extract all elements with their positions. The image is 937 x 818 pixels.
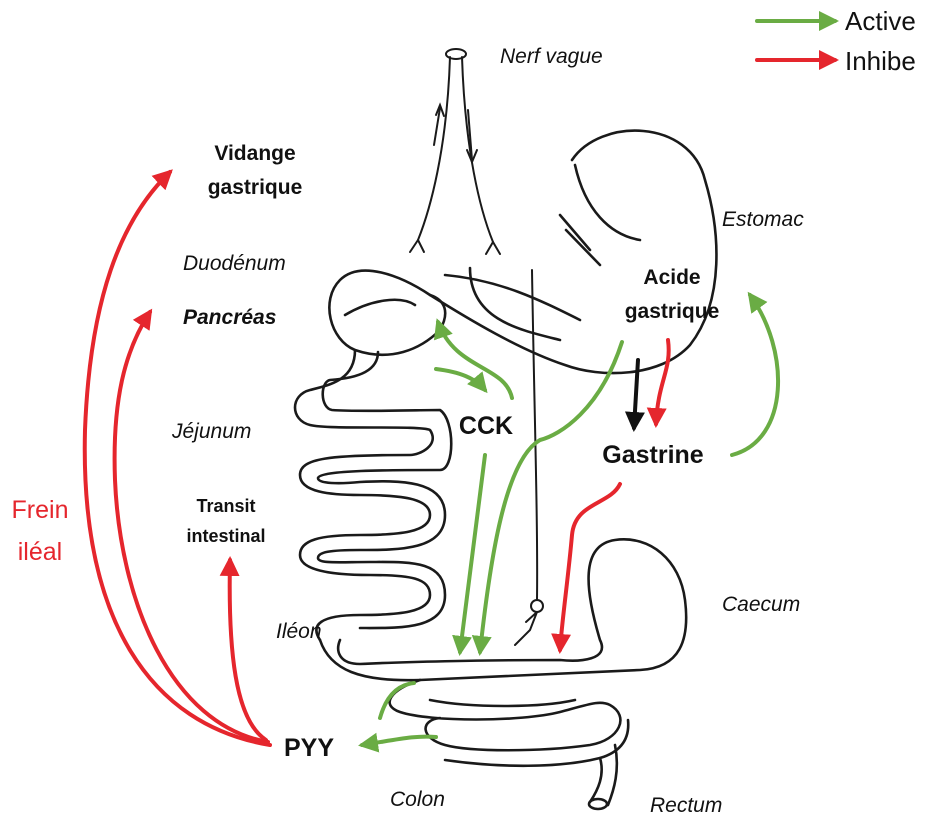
label-transit-line1: Transit [196,496,255,516]
label-colon: Colon [390,788,445,811]
label-estomac: Estomac [722,208,804,231]
arrow-acid-inhibits-gastrine [656,340,669,424]
arrow-colon-to-pyy [362,737,436,745]
label-frein-line1: Frein [12,496,69,524]
label-ileon: Iléon [276,620,322,643]
arrow-black-to-gastrine [634,360,638,428]
label-caecum: Caecum [722,593,800,616]
arrow-cck-to-pancreas [438,322,512,398]
label-jejunum: Jéjunum [171,420,251,443]
label-transit-line2: intestinal [186,526,265,546]
arrow-acid-to-ileum [480,342,622,652]
label-rectum: Rectum [650,794,722,817]
label-cck: CCK [459,412,513,440]
label-gastrine: Gastrine [602,441,704,469]
label-frein-line2: iléal [18,538,62,566]
label-duodenum: Duodénum [183,252,286,275]
colon-outline [390,680,621,750]
rectum-outline [590,745,617,805]
legend-inhibe-label: Inhibe [845,46,916,76]
legend-active-label: Active [845,6,916,36]
arrow-duodenum-to-cck [436,369,485,390]
arrow-colon-to-pyy-upper [380,683,414,718]
arrow-cck-to-ileum [460,455,485,652]
label-acide-line1: Acide [643,266,700,289]
label-pancreas: Pancréas [183,306,276,329]
label-vidange-line2: gastrique [208,176,303,199]
arrow-pyy-to-transit [230,560,266,740]
caecum-outline [320,539,686,680]
small-intestine-coils [295,350,433,640]
label-pyy: PYY [284,734,334,762]
legend: Active Inhibe [757,6,916,76]
arrow-gastrine-to-acid [732,295,778,455]
effect-labels: Vidange gastrique Transit intestinal Fre… [12,142,303,566]
label-vidange-line1: Vidange [214,142,295,165]
label-nerf-vague: Nerf vague [500,45,603,68]
label-acide-line2: gastrique [625,300,720,323]
